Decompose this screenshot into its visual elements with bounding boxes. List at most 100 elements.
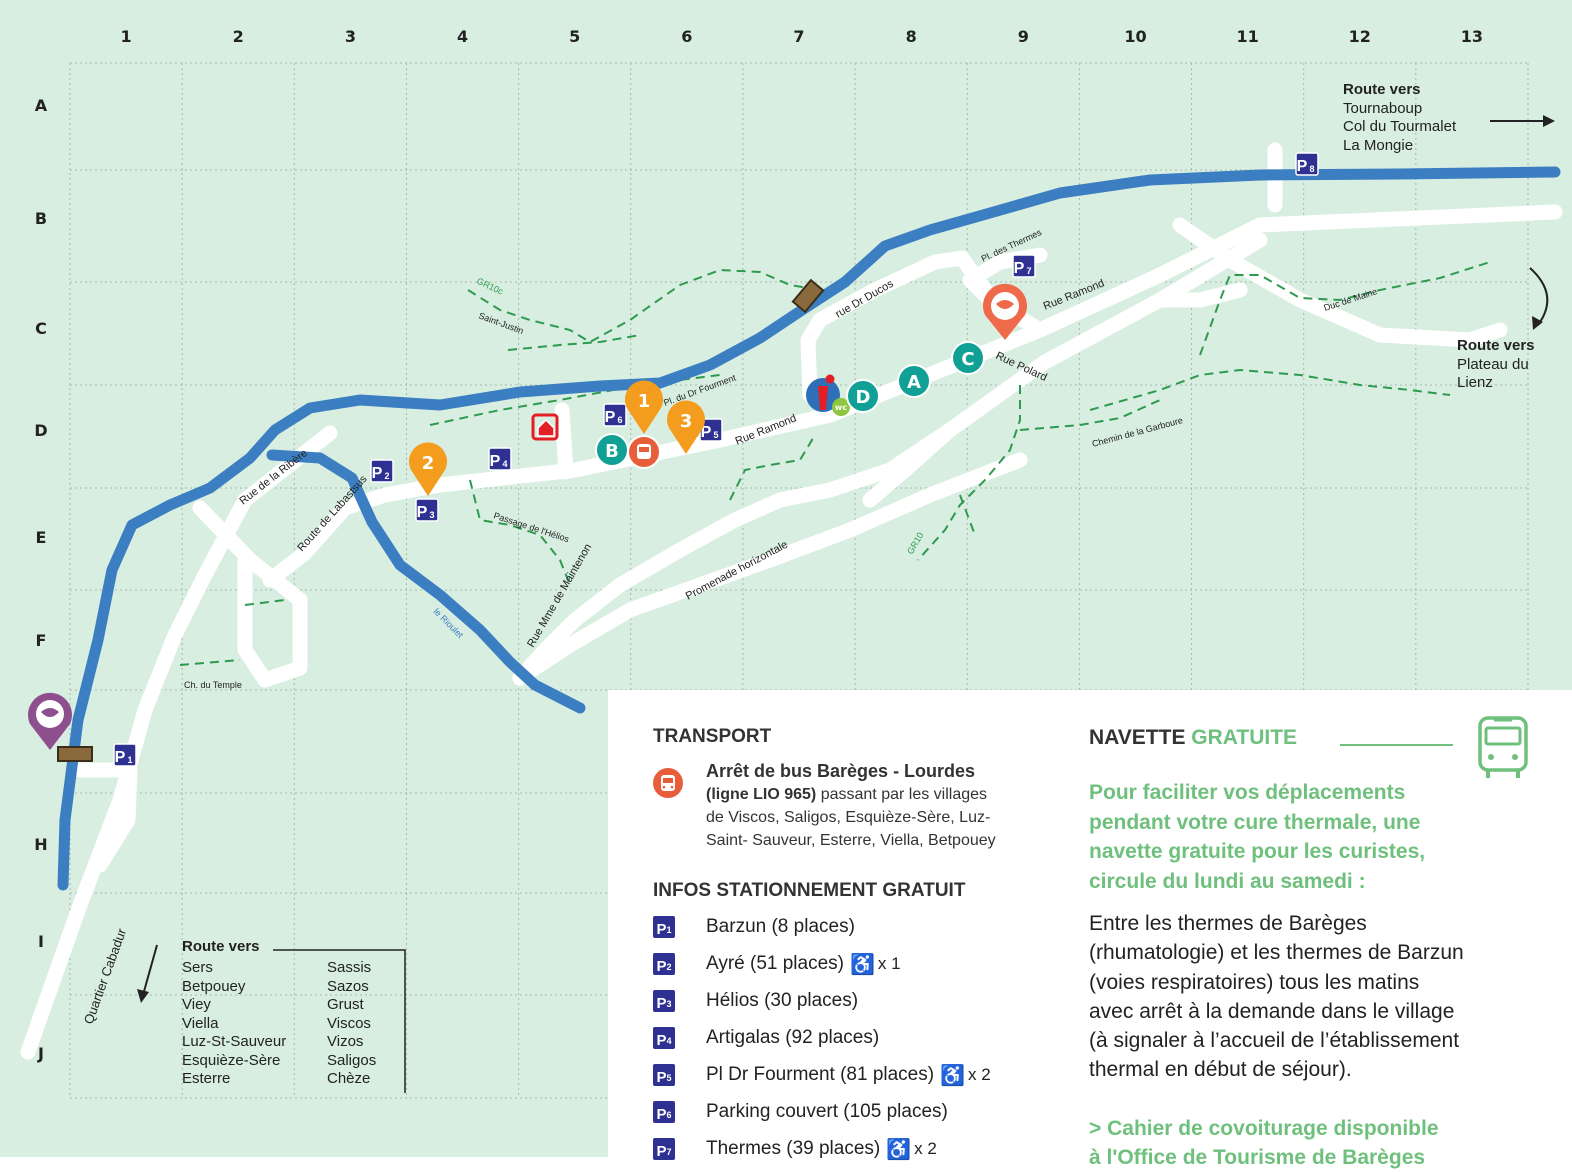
route-tourmalet-caption: Route vers Tournaboup Col du Tourmalet L… — [1343, 81, 1456, 155]
grid-column-label: 6 — [681, 27, 692, 46]
parking-label: Ayré (51 places) — [706, 953, 844, 974]
route-village: Grust — [327, 996, 364, 1013]
bus-villages-2: de Viscos, Saligos, Esquièze-Sère, Luz- — [706, 809, 991, 826]
route-village: Esterre — [182, 1070, 231, 1087]
covoiturage-line-1: > Cahier de covoiturage disponible — [1089, 1117, 1439, 1140]
grid-row-label: E — [36, 528, 47, 547]
route-place: Tournaboup — [1343, 99, 1423, 117]
parking-label: Artigalas (92 places) — [706, 1027, 880, 1048]
parking-marker-number: 8 — [1309, 164, 1314, 174]
route-village: Chèze — [327, 1070, 371, 1087]
info-point-letter: D — [856, 387, 871, 408]
parking-marker-number: 5 — [713, 430, 718, 440]
parking-marker-number: 7 — [1026, 266, 1031, 276]
thermes-bareges-icon — [983, 283, 1027, 340]
grid-column-label: 9 — [1018, 27, 1029, 46]
grid-column-label: 7 — [793, 27, 804, 46]
route-place: Col du Tourmalet — [1343, 118, 1457, 135]
svg-text:P: P — [372, 465, 383, 482]
parking-label: Pl Dr Fourment (81 places) — [706, 1064, 935, 1085]
route-lienz-title: Route vers — [1457, 337, 1535, 354]
grid-column-label: 2 — [233, 27, 244, 46]
navette-intro-line: navette gratuite pour les curistes, — [1089, 840, 1426, 863]
covoiturage-note: > Cahier de covoiturage disponible à l'O… — [1089, 1114, 1439, 1172]
route-arrows — [137, 115, 1555, 1093]
info-point-D: D — [846, 379, 880, 413]
info-point-letter: C — [961, 349, 974, 370]
route-village: Saligos — [327, 1051, 377, 1069]
legend-panel: TRANSPORT Arrêt de bus Barèges - Lourdes… — [608, 690, 1572, 1169]
route-village: Vizos — [327, 1033, 364, 1050]
navette-body-line: (voies respiratoires) tous les matins — [1089, 970, 1420, 994]
grid-column-label: 5 — [569, 27, 580, 46]
street-ch-du-temple: Ch. du Temple — [184, 680, 242, 690]
grid-column-label: 12 — [1349, 27, 1371, 46]
grid-row-label: H — [34, 835, 47, 854]
wheelchair-icon: ♿ — [940, 1064, 965, 1087]
route-village: Betpouey — [182, 977, 246, 995]
grid-row-label: C — [35, 319, 47, 338]
navette-body: Entre les thermes de Barèges(rhumatologi… — [1089, 909, 1464, 1085]
thermes-barzun-icon — [27, 692, 73, 750]
grid-column-label: 8 — [906, 27, 917, 46]
map-pin-2: 2 — [409, 442, 447, 496]
svg-text:P: P — [1297, 158, 1308, 175]
route-village: Luz-St-Sauveur — [182, 1033, 287, 1050]
grid-column-label: 4 — [457, 27, 468, 46]
map-pin-number: 3 — [680, 411, 693, 432]
route-village: Sassis — [327, 959, 372, 976]
grid-row-label: D — [34, 421, 47, 440]
info-point-C: C — [951, 341, 985, 375]
route-village: Sers — [182, 959, 213, 976]
info-point-A: A — [897, 364, 931, 398]
route-village: Viella — [182, 1014, 219, 1032]
grid-row-label: J — [37, 1044, 44, 1063]
route-village: Viey — [182, 996, 211, 1013]
map-pin-number: 2 — [422, 453, 435, 474]
parking-label: Thermes (39 places) — [706, 1138, 881, 1159]
shuttle-icon — [1478, 716, 1528, 778]
bus-icon — [653, 768, 683, 798]
wheelchair-icon: ♿ — [886, 1138, 912, 1161]
transport-heading: TRANSPORT — [653, 726, 772, 747]
grid-column-label: 13 — [1461, 27, 1483, 46]
parking-label: Hélios (30 places) — [706, 990, 859, 1011]
bus-title: Arrêt de bus Barèges - Lourdes — [706, 761, 976, 781]
grid-column-label: 10 — [1124, 27, 1146, 46]
map-pin-number: 1 — [638, 391, 651, 412]
grid-row-label: F — [36, 631, 47, 650]
grid-column-label: 3 — [345, 27, 356, 46]
route-villages-title: Route vers — [182, 938, 260, 955]
bridge-icon — [57, 278, 825, 762]
wc-icon — [832, 398, 850, 416]
grid-row-label: I — [38, 932, 44, 951]
svg-text:P: P — [1014, 260, 1025, 277]
bus-line: (ligne LIO 965) — [706, 786, 817, 803]
tourist-office-icon — [806, 374, 840, 412]
navette-intro-line: Pour faciliter vos déplacements — [1089, 781, 1406, 804]
route-village: Esquièze-Sère — [182, 1051, 281, 1069]
thermal-building-icon — [537, 418, 555, 437]
svg-text:P: P — [605, 409, 616, 426]
route-place: Plateau du — [1457, 355, 1529, 373]
bus-description: Arrêt de bus Barèges - Lourdes (ligne LI… — [706, 760, 1066, 852]
svg-text:P: P — [701, 424, 712, 441]
navette-intro-line: pendant votre cure thermale, une — [1089, 810, 1421, 834]
route-place: Lienz — [1457, 374, 1493, 391]
grid-row-label: B — [35, 209, 47, 228]
navette-body-line: avec arrêt à la demande dans le village — [1089, 999, 1455, 1023]
route-village: Viscos — [327, 1014, 371, 1032]
